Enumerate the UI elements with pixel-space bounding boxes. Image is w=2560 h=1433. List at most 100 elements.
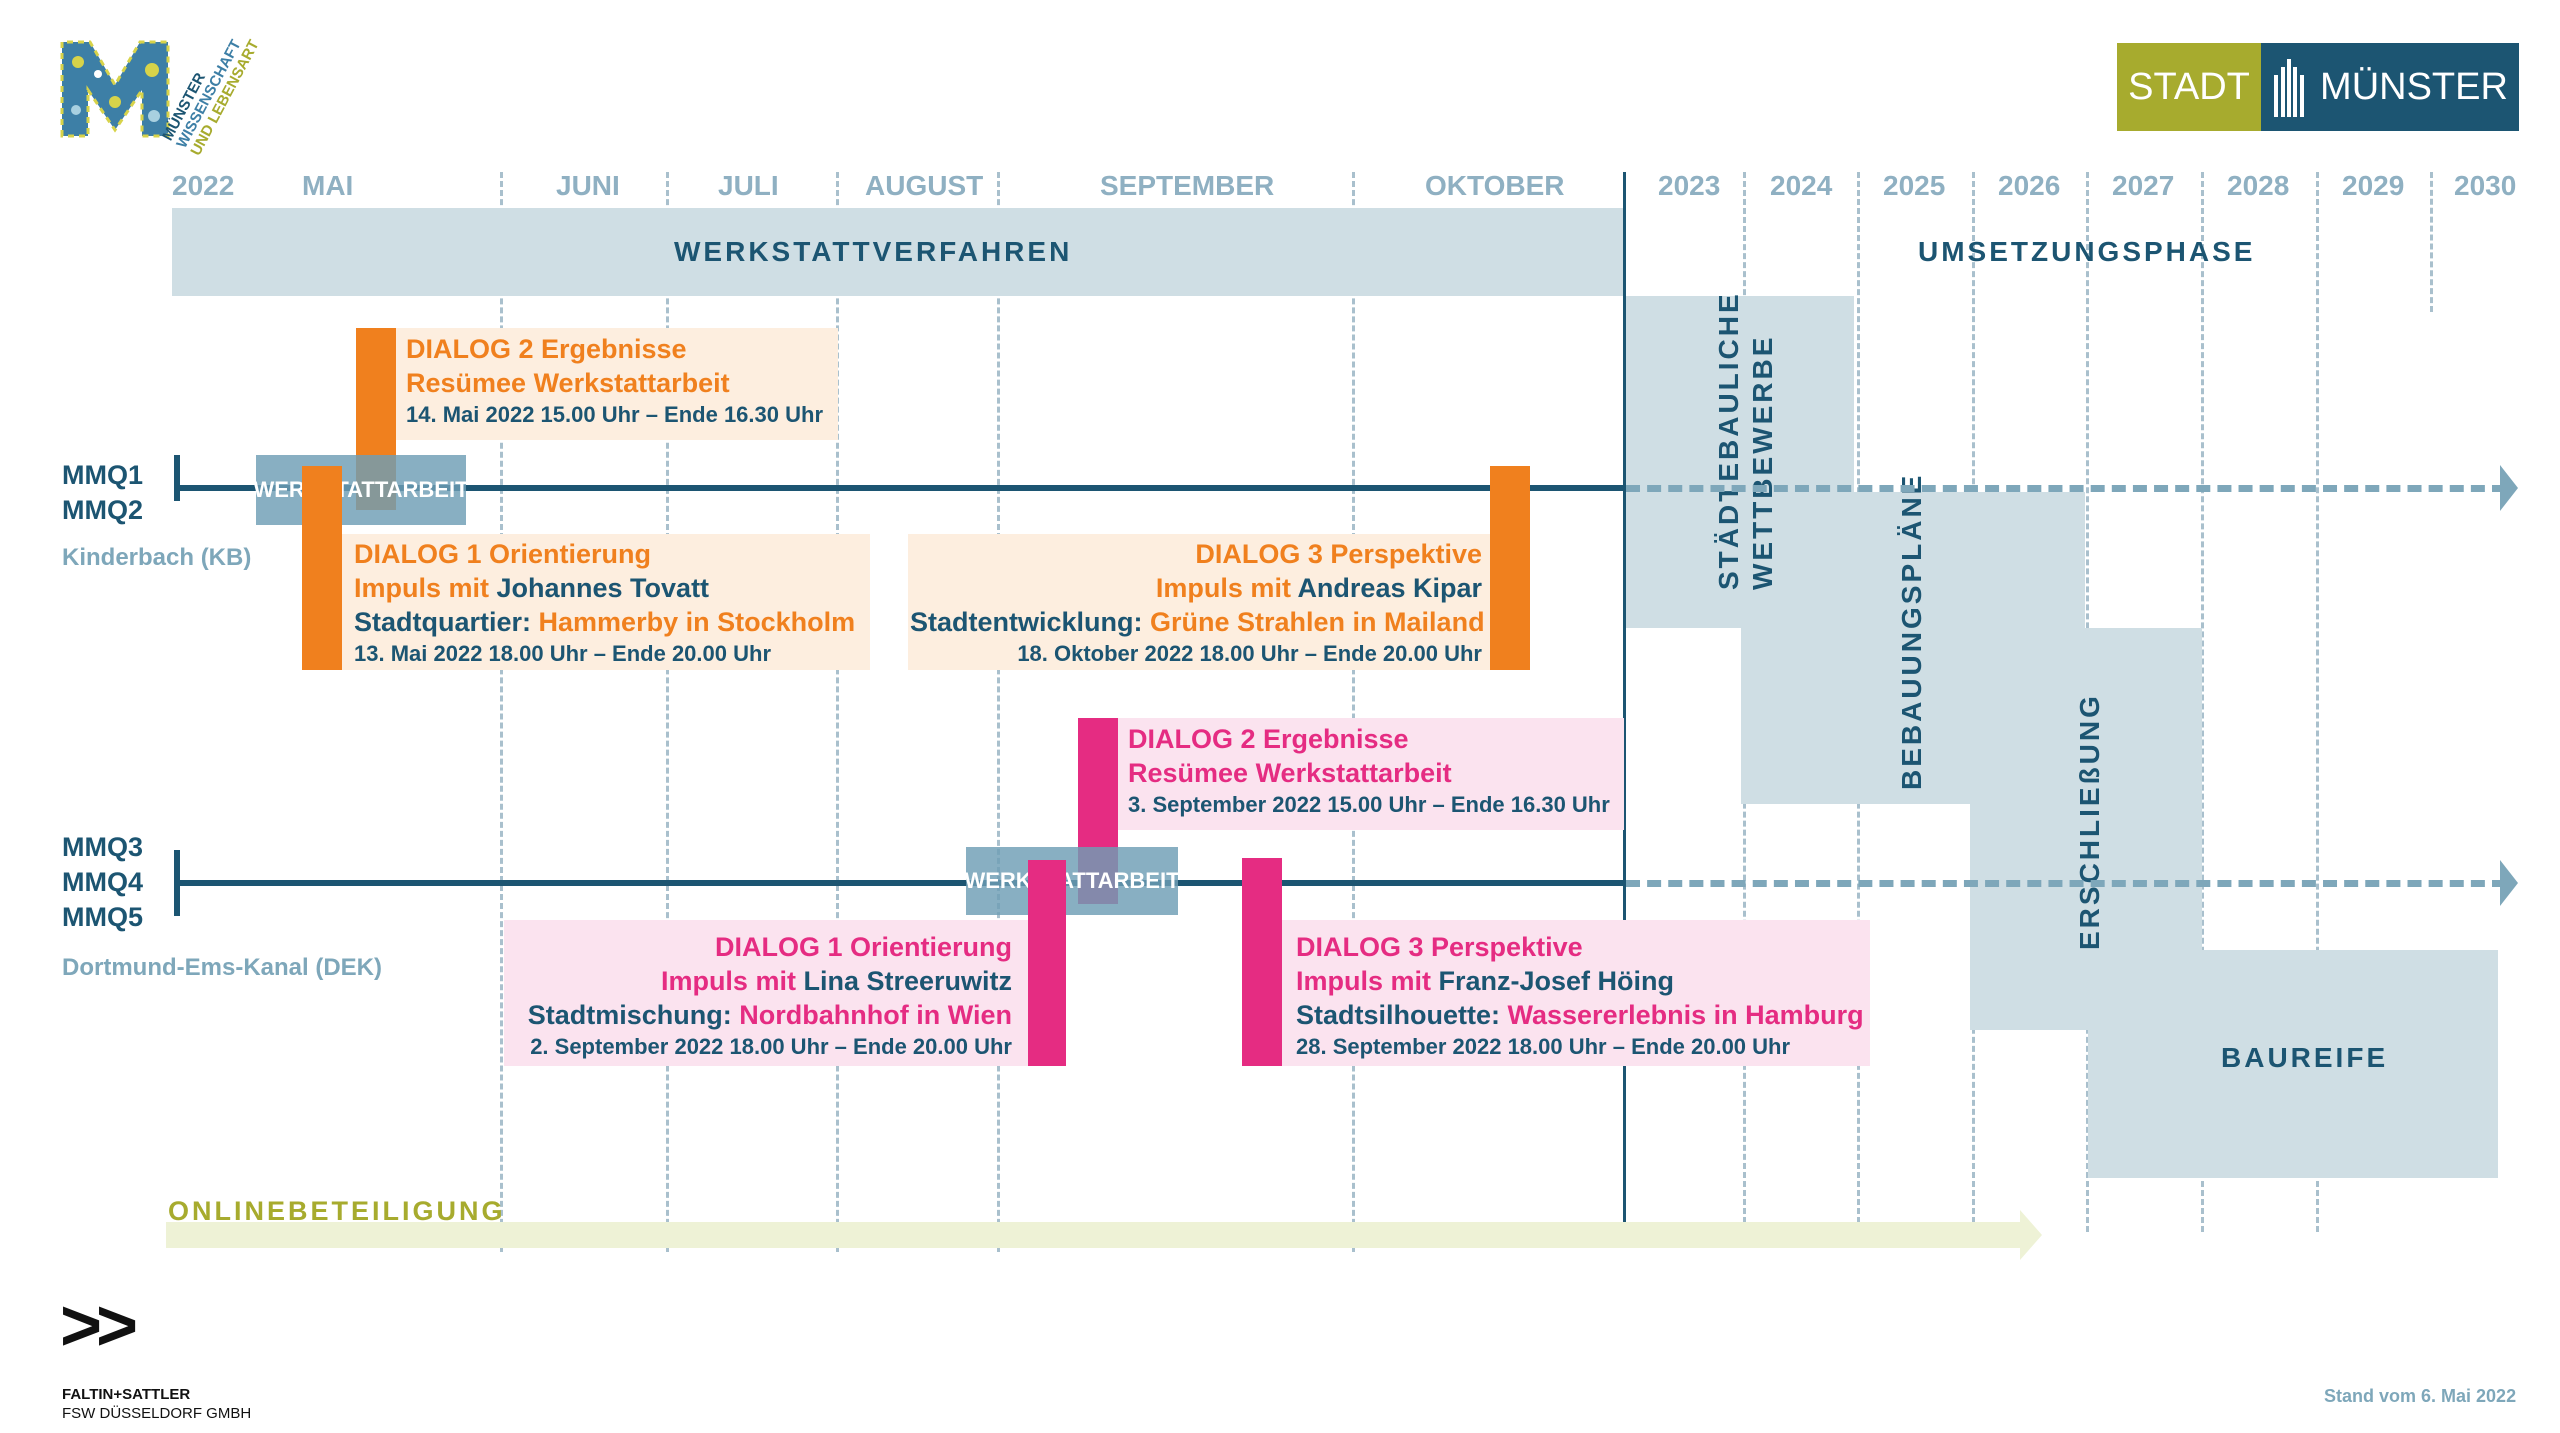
track1-dialog3-impuls-name: Andreas Kipar	[1297, 573, 1482, 603]
track2-dialog1-topic-label: Stadtmischung:	[527, 1000, 740, 1030]
gridline-2030	[2430, 172, 2433, 312]
track1-dialog1-bar	[302, 466, 342, 670]
track1-dialog3-topic-label: Stadtentwicklung:	[910, 607, 1151, 637]
track1-dialog2-date: 14. Mai 2022 15.00 Uhr – Ende 16.30 Uhr	[406, 402, 824, 427]
track2-label-3: MMQ5	[62, 902, 143, 932]
track2-label: MMQ3 MMQ4 MMQ5	[62, 830, 143, 935]
footer-company-sub: FSW DÜSSELDORF GMBH	[62, 1405, 252, 1422]
header-august: AUGUST	[865, 170, 984, 201]
track1-label-2: MMQ2	[62, 495, 143, 525]
footer-stand: Stand vom 6. Mai 2022	[2324, 1386, 2517, 1406]
track2-dialog2-subtitle: Resümee Werkstattarbeit	[1128, 758, 1452, 788]
year-2023-divider	[1623, 172, 1626, 1238]
track2-dialog3-title: DIALOG 3 Perspektive	[1296, 932, 1583, 962]
track1-label-1: MMQ1	[62, 460, 143, 490]
staedtebau-line-1: STÄDTEBAULICHE	[1713, 291, 1744, 590]
gridline-juli	[666, 172, 669, 1252]
gridline-september	[997, 172, 1000, 1252]
track1-dialog3-bar	[1490, 466, 1530, 670]
track1-dialog1-topic-name: Hammerby in Stockholm	[538, 607, 856, 637]
header-2026: 2026	[1998, 170, 2061, 201]
track2-dialog3-topic-label: Stadtsilhouette:	[1296, 1000, 1508, 1030]
track1-subtitle: Kinderbach (KB)	[62, 544, 252, 571]
header-2022: 2022	[172, 170, 235, 201]
track2-dialog1-date: 2. September 2022 18.00 Uhr – Ende 20.00…	[530, 1034, 1012, 1059]
track2-dialog3-impuls-label: Impuls mit	[1296, 966, 1439, 996]
gridline-juni	[500, 172, 503, 1252]
onlinebeteiligung-arrow-icon	[2020, 1210, 2042, 1260]
track2-arrow-icon	[2500, 860, 2518, 906]
header-2023: 2023	[1658, 170, 1721, 201]
track1-dialog2-box	[396, 328, 838, 440]
staedtebau-label: STÄDTEBAULICHE WETTBEWERBE	[1712, 291, 1780, 590]
header-juni: JUNI	[556, 170, 620, 201]
track1-dialog1-title: DIALOG 1 Orientierung	[354, 539, 652, 569]
muenster-logo: MÜNSTER WISSENSCHAFT UND LEBENSART	[60, 37, 263, 159]
header-2028: 2028	[2227, 170, 2290, 201]
track2-dialog3-impuls-name: Franz-Josef Höing	[1438, 966, 1675, 996]
cathedral-icon	[2274, 59, 2305, 117]
onlinebeteiligung-label: ONLINEBETEILIGUNG	[168, 1196, 506, 1226]
track2-label-1: MMQ3	[62, 832, 143, 862]
track1-dialog3-topic-name: Grüne Strahlen in Mailand	[1150, 607, 1485, 637]
brand-stadt: STADT	[2117, 43, 2261, 131]
track2-dialog3-topic-name: Wassererlebnis in Hamburg	[1507, 1000, 1864, 1030]
umsetzungsphase-label: UMSETZUNGSPHASE	[1918, 236, 2256, 267]
gridline-oktober	[1352, 172, 1355, 1252]
header-2025: 2025	[1883, 170, 1946, 201]
baureife-label: BAUREIFE	[2221, 1042, 2389, 1073]
header-2030: 2030	[2454, 170, 2517, 201]
track1-arrow-icon	[2500, 465, 2518, 511]
gridline-2028	[2201, 172, 2204, 1232]
track1-start-tick	[174, 455, 180, 501]
header-juli: JULI	[718, 170, 779, 201]
track2-dialog1-box	[504, 920, 1028, 1066]
track1-line	[178, 485, 1624, 491]
track1-werkstattarbeit: WERKSTATTARBEIT	[253, 455, 469, 525]
track2-dialog3-date: 28. September 2022 18.00 Uhr – Ende 20.0…	[1296, 1034, 1791, 1059]
track2-dialog1-impuls-name: Lina Streeruwitz	[803, 966, 1012, 996]
header-oktober: OKTOBER	[1425, 170, 1565, 201]
baureife-band	[2088, 950, 2498, 1178]
track1-dialog1-topic-label: Stadtquartier:	[354, 607, 539, 637]
track2-dialog3-bar	[1242, 858, 1282, 1066]
track2-future-line	[1626, 880, 2506, 887]
track2-dialog2-date: 3. September 2022 15.00 Uhr – Ende 16.30…	[1128, 792, 1610, 817]
werkstattverfahren-label: WERKSTATTVERFAHREN	[674, 236, 1073, 267]
track2-werkstattarbeit: WERKSTATTARBEIT	[964, 847, 1180, 915]
track1-dialog3-date: 18. Oktober 2022 18.00 Uhr – Ende 20.00 …	[1017, 641, 1482, 666]
brand-muenster: MÜNSTER	[2320, 65, 2508, 108]
track1-dialog1-impuls-name: Johannes Tovatt	[496, 573, 710, 603]
header-mai: MAI	[302, 170, 354, 201]
track2-start-tick	[174, 850, 180, 916]
fsw-arrows-logo: >>	[60, 1286, 138, 1366]
track1-dialog2-title: DIALOG 2 Ergebnisse	[406, 334, 687, 364]
m-mosaic-icon	[60, 40, 170, 138]
track2-dialog1-title: DIALOG 1 Orientierung	[714, 932, 1012, 962]
header-september: SEPTEMBER	[1100, 170, 1275, 201]
track2-dialog3-box	[1282, 920, 1870, 1066]
stadt-muenster-brand: STADT MÜNSTER	[2117, 43, 2519, 131]
track1-label: MMQ1 MMQ2	[62, 458, 143, 528]
onlinebeteiligung-bar	[166, 1222, 2022, 1248]
track2-subtitle: Dortmund-Ems-Kanal (DEK)	[62, 954, 383, 981]
track1-future-line	[1626, 485, 2506, 492]
track1-dialog3-box	[908, 534, 1490, 670]
track2-label-2: MMQ4	[62, 867, 143, 897]
gridline-august	[836, 172, 839, 1252]
track1-dialog2-subtitle: Resümee Werkstattarbeit	[406, 368, 730, 398]
track1-dialog1-box	[342, 534, 870, 670]
track2-dialog2-box	[1118, 718, 1624, 830]
track2-dialog2-title: DIALOG 2 Ergebnisse	[1128, 724, 1409, 754]
track1-dialog3-impuls-label: Impuls mit	[1155, 573, 1298, 603]
header-2024: 2024	[1770, 170, 1833, 201]
erschliessung-label: ERSCHLIEßUNG	[2074, 693, 2105, 950]
footer-company: FALTIN+SATTLER	[62, 1386, 191, 1403]
track2-dialog1-topic-name: Nordbahnhof in Wien	[739, 1000, 1012, 1030]
track1-dialog1-date: 13. Mai 2022 18.00 Uhr – Ende 20.00 Uhr	[354, 641, 772, 666]
track2-line	[178, 880, 1624, 886]
gridline-2029	[2316, 172, 2319, 1232]
staedtebau-line-2: WETTBEWERBE	[1747, 334, 1778, 590]
track1-dialog3-title: DIALOG 3 Perspektive	[1195, 539, 1482, 569]
bebauung-label: BEBAUUNGSPLÄNE	[1896, 472, 1927, 790]
